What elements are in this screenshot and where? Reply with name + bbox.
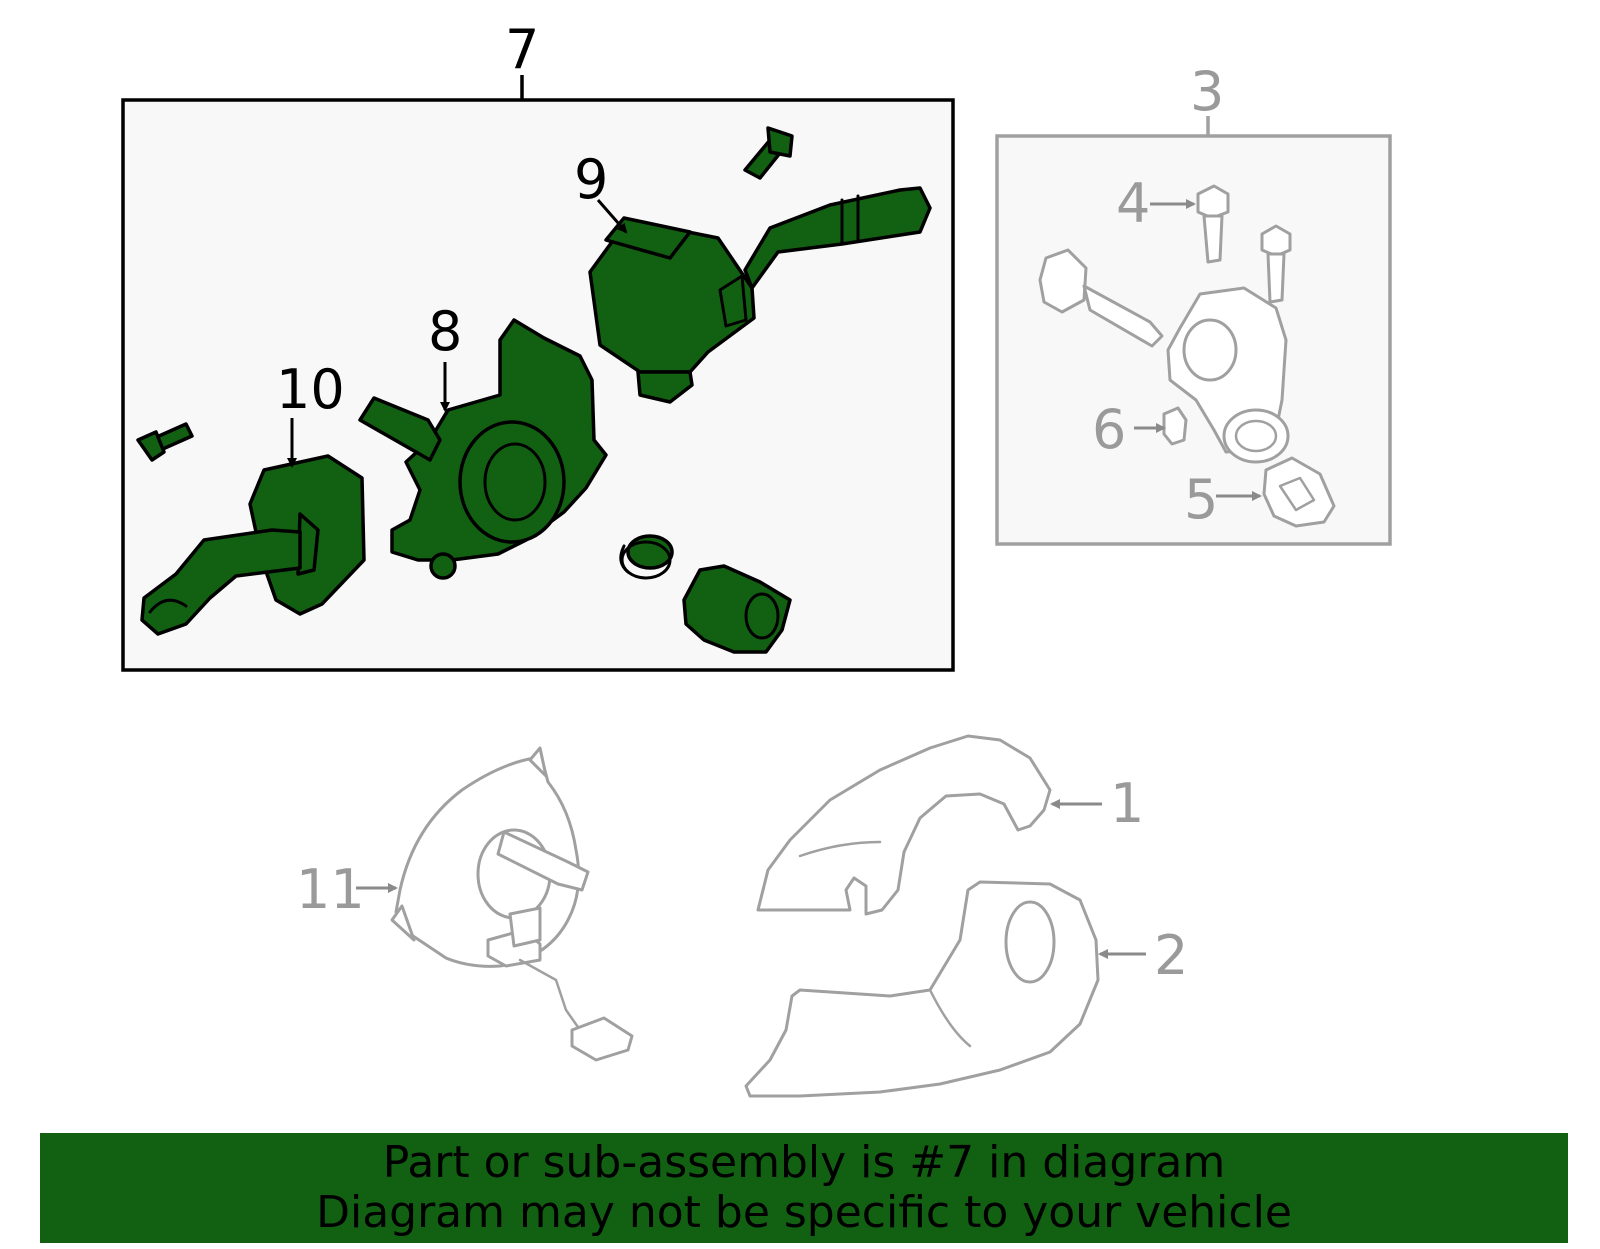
upper-cover-edge <box>798 840 882 858</box>
wiper-switch-icon <box>588 186 932 404</box>
banner-line-1: Part or sub-assembly is #7 in diagram <box>382 1137 1226 1188</box>
callout-4-label: 4 <box>1116 172 1150 235</box>
lower-cover-edge <box>928 988 972 1048</box>
lower-cover-group: 2 <box>744 880 1188 1098</box>
callout-3-label: 3 <box>1190 60 1224 123</box>
ignition-lock-icon <box>1166 286 1290 464</box>
ignition-group: 3 4 6 5 <box>995 60 1392 546</box>
screw-left-icon <box>136 422 194 462</box>
callout-9-label: 9 <box>574 148 608 211</box>
callout-10-label: 10 <box>276 358 345 421</box>
callout-2-label: 2 <box>1154 924 1188 987</box>
lower-cover-hole <box>1004 900 1056 984</box>
assembly-7-group: 7 9 8 <box>121 18 955 672</box>
callout-5-label: 5 <box>1184 468 1218 531</box>
turn-signal-switch-icon <box>140 454 366 636</box>
clock-spring-icon <box>390 746 634 1062</box>
callout-9-arrow <box>596 199 628 234</box>
screw-top-icon <box>743 126 794 180</box>
clock-spring-group: 11 <box>296 746 634 1062</box>
spring-icon <box>619 534 674 580</box>
bolt-icon <box>1260 224 1292 304</box>
banner-line-2: Diagram may not be specific to your vehi… <box>316 1187 1292 1238</box>
callout-11-label: 11 <box>296 858 365 921</box>
switch-base-icon <box>358 318 608 580</box>
upper-cover-icon <box>756 734 1052 916</box>
callout-8-label: 8 <box>428 300 462 363</box>
info-banner: Part or sub-assembly is #7 in diagram Di… <box>40 1133 1568 1243</box>
bolt-4-icon <box>1196 184 1230 264</box>
switch-5-icon <box>1262 456 1336 528</box>
upper-cover-group: 1 <box>756 734 1144 916</box>
callout-7-label: 7 <box>505 18 539 81</box>
connector-icon <box>682 564 792 654</box>
clip-6-icon <box>1162 406 1188 446</box>
callout-1-label: 1 <box>1110 772 1144 835</box>
callout-6-label: 6 <box>1092 398 1126 461</box>
key-icon <box>1038 248 1164 348</box>
